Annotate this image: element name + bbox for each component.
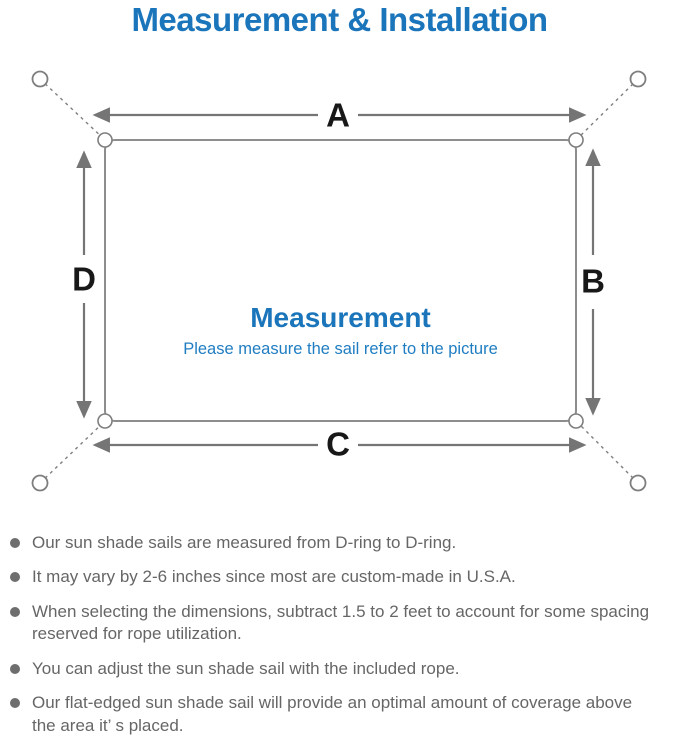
anchor-ring-icon-bottom-right [629,474,647,492]
measurement-diagram: A B C D Measurement Please measure the s… [0,60,679,520]
page-title: Measurement & Installation [131,1,548,38]
rope-dash-line-top-right [576,78,639,140]
notes-list: Our sun shade sails are measured from D-… [10,532,672,739]
bullet-icon [10,606,20,617]
dim-label-b: B [581,263,605,300]
rope-dash-line-bottom-left [39,421,105,484]
corner-d-ring-icon-top-right [568,132,584,148]
diagram-center-text: Measurement Please measure the sail refe… [105,302,576,359]
corner-d-ring-icon-bottom-right [568,413,584,429]
note-text: When selecting the dimensions, subtract … [32,601,650,644]
note-text: You can adjust the sun shade sail with t… [32,658,460,678]
note-item: Our sun shade sails are measured from D-… [10,532,672,554]
anchor-ring-icon-bottom-left [31,474,49,492]
note-item: Our flat-edged sun shade sail will provi… [10,692,672,737]
note-text: Our flat-edged sun shade sail will provi… [32,693,633,735]
note-item: It may vary by 2-6 inches since most are… [10,566,672,588]
anchor-ring-icon-top-left [31,70,49,88]
note-item: When selecting the dimensions, subtract … [10,601,672,646]
bullet-icon [10,663,20,674]
note-text: Our sun shade sails are measured from D-… [32,533,457,552]
anchor-ring-icon-top-right [629,70,647,88]
corner-d-ring-icon-top-left [97,132,113,148]
dim-label-d: D [72,261,96,298]
note-item: You can adjust the sun shade sail with t… [10,658,672,680]
bullet-icon [10,572,20,583]
sail-panel [104,139,577,422]
note-text: It may vary by 2-6 inches since most are… [32,567,516,587]
rope-dash-line-top-left [39,78,105,140]
bullet-icon [10,698,20,709]
diagram-subheading: Please measure the sail refer to the pic… [183,339,498,358]
sail-diagram-svg: A B C D [31,70,647,492]
rope-dash-line-bottom-right [576,421,639,484]
corner-d-ring-icon-bottom-left [97,413,113,429]
bullet-icon [10,538,20,548]
dim-label-a: A [326,97,350,134]
diagram-heading: Measurement [250,302,431,333]
dim-label-c: C [326,426,350,463]
